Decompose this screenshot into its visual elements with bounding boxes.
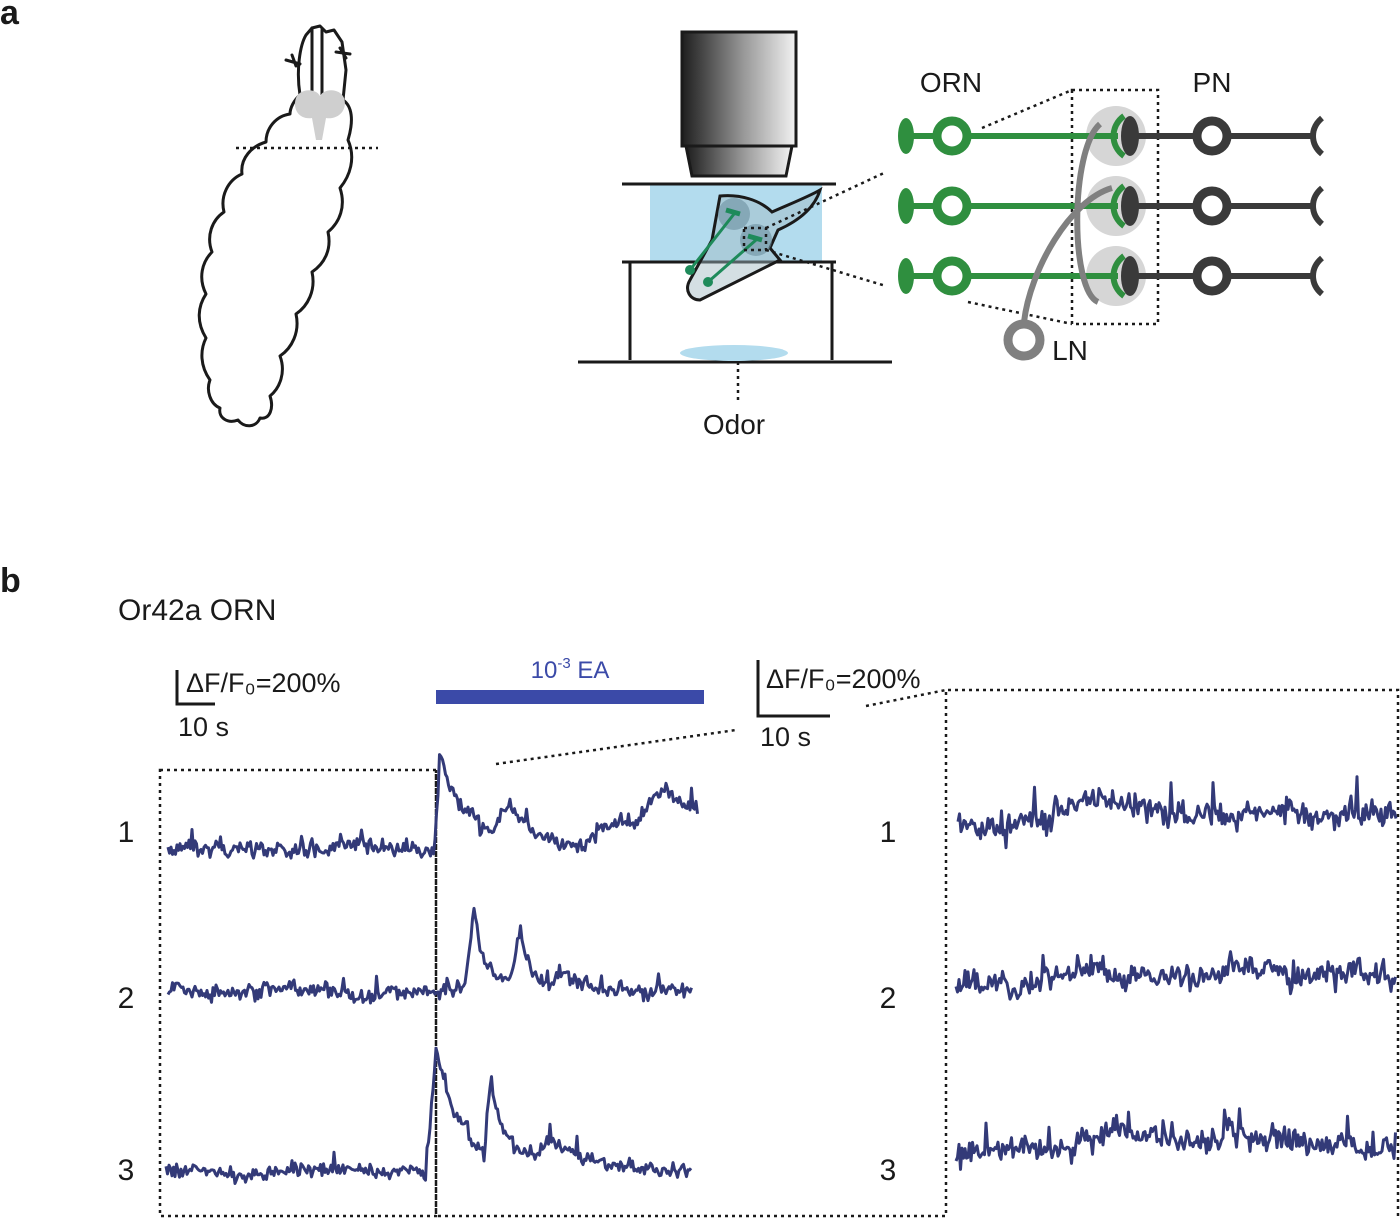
orn-terminal-1 <box>1110 113 1126 159</box>
trace-zoom-trial-1 <box>956 775 1398 850</box>
pn-terminal-3 <box>1310 255 1325 297</box>
stimulus-bar <box>436 690 704 704</box>
trace-trial-3 <box>164 1046 693 1185</box>
panel-b-title: Or42a ORN <box>118 594 276 627</box>
pn-terminal-1 <box>1310 115 1325 157</box>
odor-label: Odor <box>703 409 765 440</box>
ln-label: LN <box>1052 335 1088 366</box>
trace-trial-2 <box>166 906 693 1005</box>
pn-label: PN <box>1193 67 1232 98</box>
pn-dendrite-3 <box>1121 256 1139 296</box>
trace-zoom-trial-3 <box>954 1107 1397 1171</box>
orn-label: ORN <box>920 67 982 98</box>
panel-label-a: a <box>0 0 20 32</box>
scalebar-left-y-label: ΔF/F₀=200% <box>186 668 341 698</box>
orn-soma-2 <box>932 186 972 226</box>
orn-terminal-2 <box>1110 183 1126 229</box>
trial-label-left-2: 2 <box>118 982 135 1015</box>
panel-label-b: b <box>0 562 21 600</box>
scalebar-left-x-label: 10 s <box>178 712 229 742</box>
orn-soma-1 <box>932 116 972 156</box>
trial-label-left-1: 1 <box>118 816 135 849</box>
pn-soma-1 <box>1192 116 1232 156</box>
larva-illustration <box>197 24 378 428</box>
scalebar-right: ΔF/F₀=200% 10 s <box>756 660 921 752</box>
pn-soma-2 <box>1192 186 1232 226</box>
stimulus-label: 10-3 EA <box>531 655 610 684</box>
objective-lens <box>680 30 798 148</box>
scalebar-right-y-label: ΔF/F₀=200% <box>766 664 921 694</box>
pn-dendrite-1 <box>1121 116 1139 156</box>
circuit-diagram: ORN PN LN <box>898 67 1325 366</box>
orn-terminal-3 <box>1110 253 1126 299</box>
odor-droplet <box>680 345 788 361</box>
microscope-setup <box>578 30 892 400</box>
scalebar-right-x-label: 10 s <box>760 722 811 752</box>
trial-label-right-3: 3 <box>880 1154 897 1187</box>
ln-soma <box>1003 319 1045 361</box>
pn-soma-3 <box>1192 256 1232 296</box>
pn-dendrite-2 <box>1121 186 1139 226</box>
scalebar-left: ΔF/F₀=200% 10 s <box>175 668 341 742</box>
pn-terminal-2 <box>1310 185 1325 227</box>
trace-zoom-trial-2 <box>954 950 1397 1001</box>
orn-soma-3 <box>932 256 972 296</box>
trace-trial-1 <box>166 753 699 860</box>
trial-label-left-3: 3 <box>118 1154 135 1187</box>
trial-label-right-1: 1 <box>880 816 897 849</box>
trial-label-right-2: 2 <box>880 982 897 1015</box>
